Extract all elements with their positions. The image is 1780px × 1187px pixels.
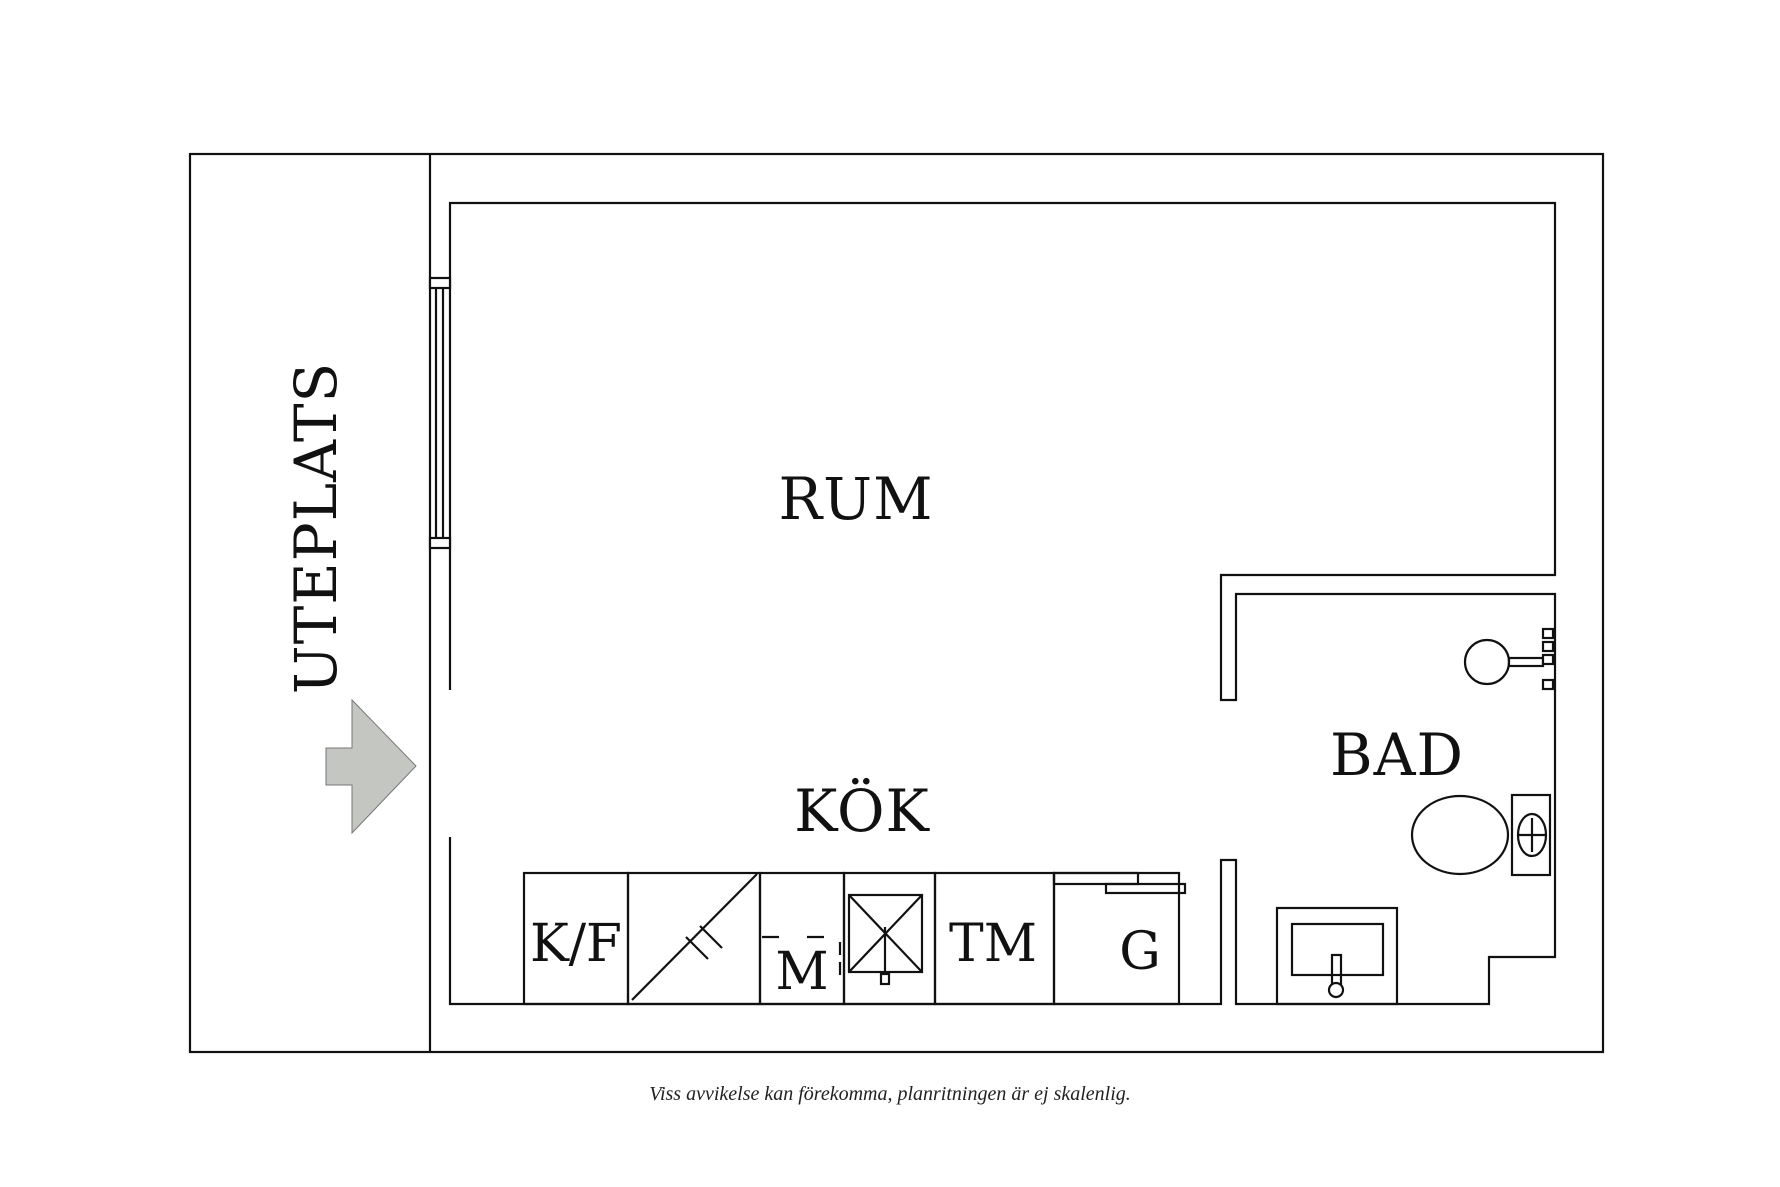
outer-boundary — [188, 152, 1605, 1054]
entrance-arrow-icon — [325, 698, 417, 835]
fridge-freezer-label: K/F — [530, 914, 622, 974]
stove-icon — [847, 893, 924, 986]
cabinet-label: G — [1119, 922, 1161, 982]
terrace-label: UTEPLATS — [282, 362, 350, 695]
washbasin-icon — [1275, 906, 1399, 1006]
microwave-label: M — [775, 942, 828, 1002]
microwave-marks — [762, 935, 842, 975]
door-leaf — [1052, 871, 1187, 895]
kitchen-label: KÖK — [794, 777, 930, 845]
kitchen-counter — [522, 871, 1181, 1006]
bathroom-label: BAD — [1330, 721, 1464, 789]
interior-walls — [448, 201, 1557, 1006]
window — [428, 276, 452, 550]
toilet-icon — [1410, 793, 1552, 877]
disclaimer: Viss avvikelse kan förekomma, planritnin… — [649, 1083, 1131, 1105]
shower-icon — [1463, 627, 1555, 691]
room-label: RUM — [779, 465, 934, 533]
dishwasher-label: TM — [949, 914, 1037, 974]
sink-icon — [631, 873, 758, 1001]
